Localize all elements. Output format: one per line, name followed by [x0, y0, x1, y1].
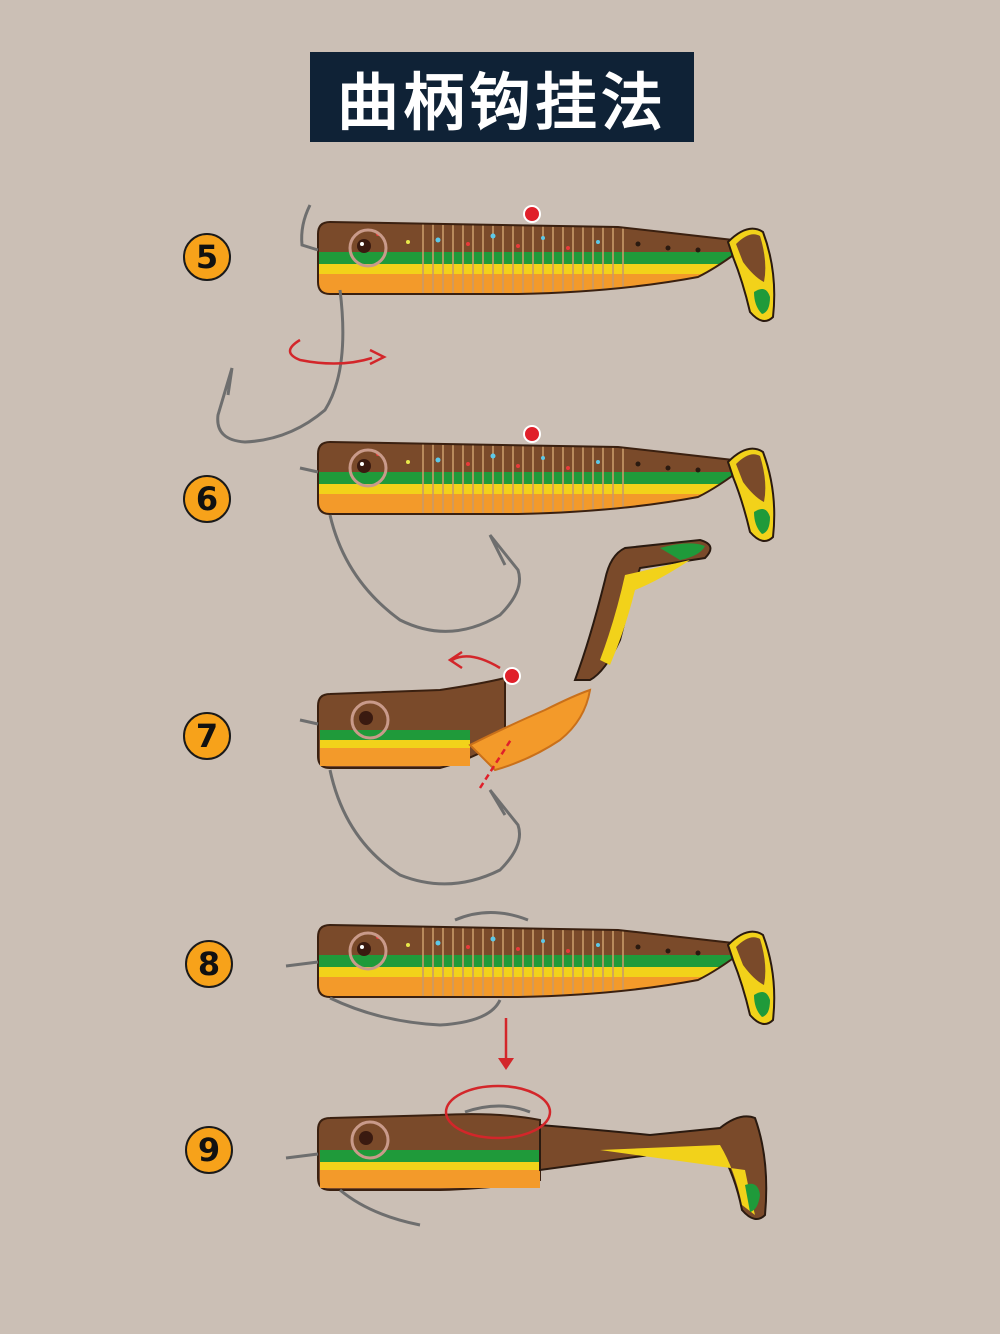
hook-shank: [339, 1188, 421, 1227]
highlight-circle: [444, 1084, 552, 1140]
entry-point-marker: [523, 205, 541, 223]
step-badge-9: 9: [185, 1126, 233, 1174]
entry-point-marker: [503, 667, 521, 685]
hook-point: [464, 1104, 531, 1114]
hook-shank: [328, 769, 521, 886]
hook-eye: [299, 466, 319, 474]
step-6-illustration: [299, 425, 774, 633]
page-title: 曲柄钩挂法: [336, 66, 667, 139]
hook-eye: [285, 1152, 319, 1160]
hook-eye: [300, 204, 319, 252]
arrow-head: [369, 348, 387, 366]
step-badge-8: 8: [185, 940, 233, 988]
title-banner: 曲柄钩挂法: [310, 52, 694, 142]
rotation-arrow: [288, 338, 373, 365]
pull-arrow: [451, 655, 501, 670]
hook-shank: [329, 996, 502, 1027]
hook-point: [454, 911, 529, 922]
step-9-illustration: [285, 1084, 768, 1227]
step-8-illustration: [285, 911, 774, 1070]
hook-eye: [285, 960, 319, 968]
step-badge-6: 6: [183, 475, 231, 523]
entry-point-marker: [523, 425, 541, 443]
step-badge-5: 5: [183, 233, 231, 281]
hook-shank: [328, 514, 521, 633]
hook-shank: [216, 289, 345, 444]
step-5-illustration: [216, 204, 775, 444]
step-7-illustration: [299, 538, 712, 886]
step-badge-7: 7: [183, 712, 231, 760]
